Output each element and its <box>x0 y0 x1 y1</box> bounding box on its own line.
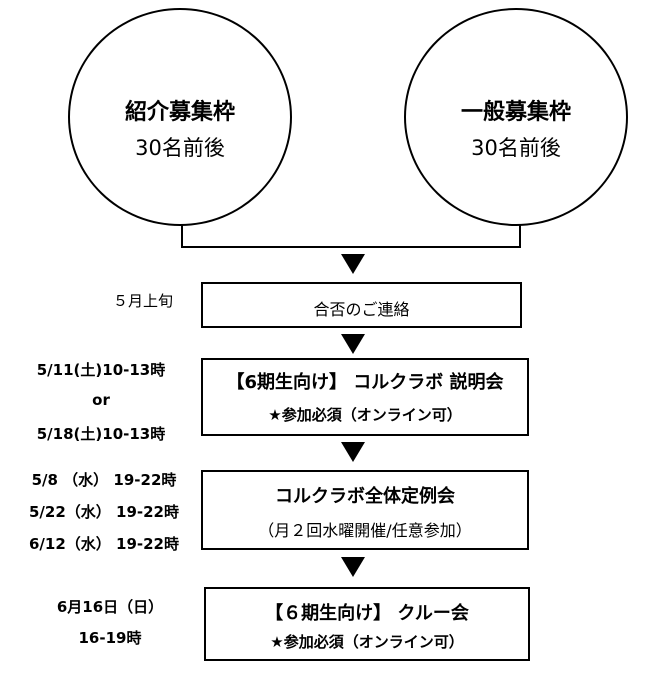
step-3-box: コルクラボ全体定例会 （月２回水曜開催/任意参加） <box>201 470 529 550</box>
step-2-date-or: or <box>92 391 110 409</box>
step-1-box: 合否のご連絡 <box>201 282 522 328</box>
step-4-date-1: 6月16日（日） <box>56 598 164 616</box>
referral-recruitment-circle: 紹介募集枠 30名前後 <box>68 8 292 226</box>
referral-recruitment-title: 紹介募集枠 <box>124 100 235 125</box>
step-3-title: コルクラボ全体定例会 <box>275 486 455 507</box>
arrow-down-icon <box>341 254 365 274</box>
general-recruitment-circle: 一般募集枠 30名前後 <box>404 8 628 226</box>
general-recruitment-title: 一般募集枠 <box>460 100 571 125</box>
circles-connector <box>181 225 521 248</box>
step-2-note: ★参加必須（オンライン可） <box>268 406 462 424</box>
arrow-down-icon <box>341 557 365 577</box>
step-2-title: 【6期生向け】 コルクラボ 説明会 <box>226 372 504 393</box>
step-1-label: 合否のご連絡 <box>313 300 410 319</box>
referral-recruitment-count: 30名前後 <box>135 136 225 160</box>
step-4-box: 【６期生向け】 クルー会 ★参加必須（オンライン可） <box>204 587 530 661</box>
step-3-date-2: 5/22（水） 19-22時 <box>29 503 179 521</box>
step-2-date-1: 5/11(土)10-13時 <box>36 361 166 379</box>
step-3-date-3: 6/12（水） 19-22時 <box>29 535 179 553</box>
arrow-down-icon <box>341 442 365 462</box>
step-2-date-2: 5/18(土)10-13時 <box>36 425 166 443</box>
step-2-box: 【6期生向け】 コルクラボ 説明会 ★参加必須（オンライン可） <box>201 358 529 436</box>
general-recruitment-count: 30名前後 <box>471 136 561 160</box>
step-4-date-2: 16-19時 <box>78 629 142 647</box>
step-4-note: ★参加必須（オンライン可） <box>270 633 464 651</box>
arrow-down-icon <box>341 334 365 354</box>
step-3-date-1: 5/8 （水） 19-22時 <box>31 471 177 489</box>
step-3-note: （月２回水曜開催/任意参加） <box>258 521 472 540</box>
step-4-title: 【６期生向け】 クルー会 <box>265 603 469 624</box>
step-1-date: ５月上旬 <box>112 292 173 310</box>
